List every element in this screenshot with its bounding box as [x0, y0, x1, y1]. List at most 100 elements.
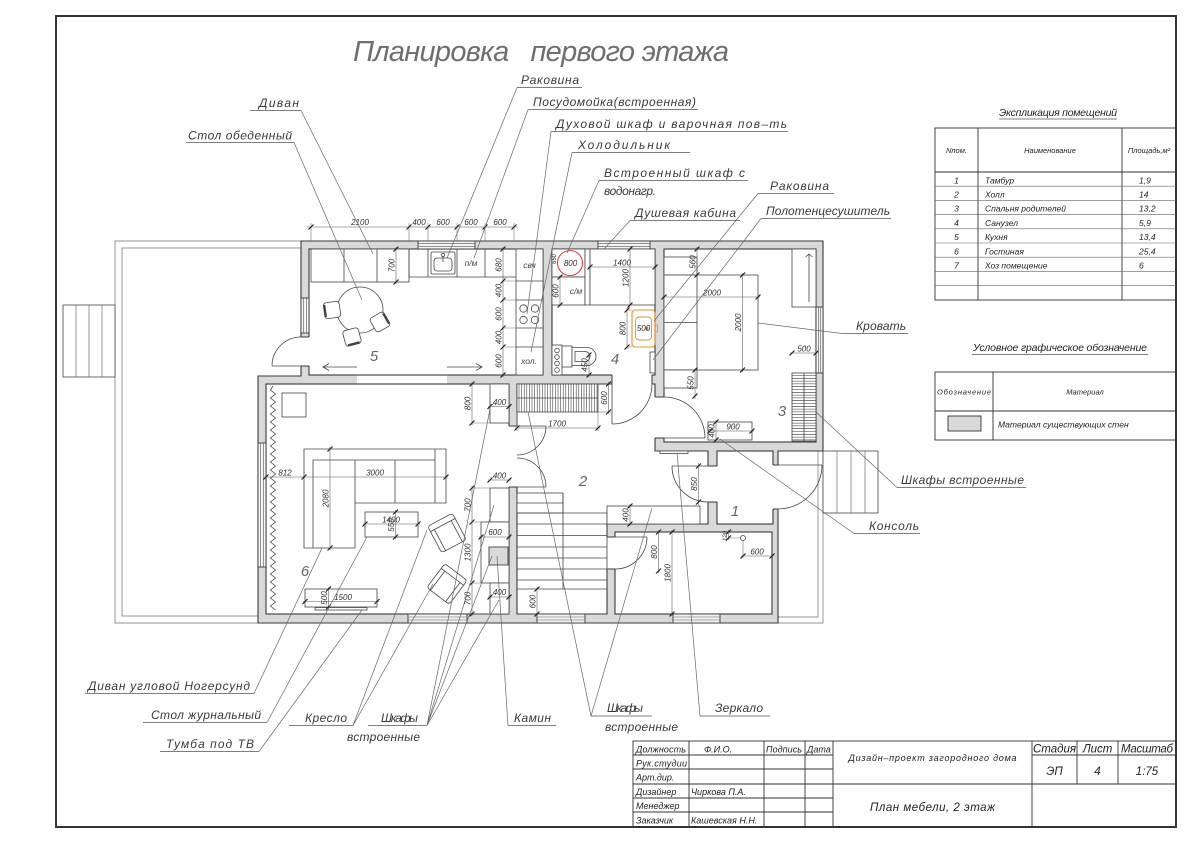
dimension-label: 2080 [322, 489, 331, 508]
dimension-ticks [713, 419, 719, 443]
dimension-label: 400 [495, 283, 504, 297]
callout-leader [652, 218, 762, 361]
dimension-label: 400 [622, 508, 631, 522]
dimension-ticks [655, 529, 662, 574]
vestibule-door-jambs [708, 465, 717, 503]
callout-fireplace: Камин [496, 555, 556, 726]
bathroom-door-swing [611, 383, 653, 425]
storage-outlet [729, 535, 746, 558]
dimension-label: 500 [637, 324, 651, 333]
callout-console: Консоль [719, 438, 920, 534]
explication-row: 5 Кухня 13,4 [954, 232, 1156, 242]
callout-dishwasher: Посудомойка(встроенная) [473, 95, 698, 259]
callout-leader [757, 322, 843, 334]
bedroom-closet [791, 248, 817, 308]
dimension-ticks [707, 428, 755, 434]
window-stair [536, 613, 586, 624]
living-hall-door-jambs [509, 425, 517, 488]
callout-dining-table: Стол обеденный [186, 129, 363, 301]
dimension-label: 1200 [622, 269, 631, 287]
kitchen-sink-basin [430, 251, 456, 275]
dimension-label: 600 [600, 391, 609, 405]
window-kitchen-side [300, 297, 310, 334]
entrance-door-jambs [773, 464, 778, 510]
dimension-label: 600 [464, 218, 478, 227]
dining-chair [342, 327, 362, 347]
header-room-area: Площадь,м² [1128, 146, 1171, 155]
dimension-label: 450 [581, 358, 590, 372]
dimensions-bathroom: 650 800 600 1400 1200 800 500 450 [552, 246, 658, 378]
dimension-ticks [500, 246, 506, 378]
dimension-label: 600 [493, 218, 507, 227]
dimension-label: 800 [650, 545, 659, 559]
dimension-label: 560 [689, 255, 698, 269]
dimension-ticks [302, 598, 380, 605]
callout-fridge: Холодильник [530, 138, 690, 353]
legend-title: Условное графическое обозначение [972, 342, 1147, 354]
dimension-label: 400 [412, 218, 426, 227]
dimension-ticks [739, 272, 746, 373]
drawing-title: Планировка первого этажа [353, 36, 729, 68]
cabinet-panel [584, 248, 591, 306]
kitchen-exterior-door-opening [300, 337, 310, 366]
explication-row: 2 Холл 14 [953, 190, 1149, 200]
callout-label: Камин [514, 711, 551, 725]
title-block-rows [633, 754, 1176, 813]
bathroom-door-opening [612, 374, 652, 385]
room-number-cell: 7 [954, 261, 959, 271]
room-number-hall: 2 [578, 473, 588, 490]
dimension-label: 600 [750, 548, 764, 557]
dimension-label: 900 [726, 423, 740, 432]
room-numbers: 5 4 3 2 1 6 [301, 348, 787, 580]
dimension-label: 400 [493, 472, 507, 481]
callout-leader [473, 109, 529, 259]
explication-table: Экспликация помещений Nпом. Наименование… [934, 107, 1177, 301]
living-hall-door-opening [508, 426, 518, 487]
room-name-cell: Холл [984, 190, 1005, 200]
dimension-ticks [586, 352, 592, 378]
bedroom-door-swing [663, 396, 706, 439]
callout-label-line2: встроенные [347, 730, 420, 744]
scale-header: Масштаб [1121, 744, 1174, 756]
room-number-bedroom: 3 [778, 403, 787, 420]
callout-leader [446, 87, 518, 259]
callout-label: Кровать [856, 319, 906, 333]
callout-label: Раковина [770, 179, 829, 193]
nightstand [663, 369, 698, 389]
dimension-label: 550 [687, 376, 696, 390]
stage-header: Стадия [1033, 744, 1076, 756]
dimension-label: 400 [495, 330, 504, 344]
room-area-cell: 25,4 [1138, 246, 1156, 256]
terrace-step-treads [75, 305, 103, 377]
dimension-label: 1300 [464, 543, 473, 561]
explication-title: Экспликация помещений [999, 107, 1117, 119]
callout-leaders [527, 411, 653, 717]
tv-stand [304, 588, 378, 611]
curtain [269, 385, 277, 611]
washing-machine-label: с/м [570, 286, 583, 296]
explication-row: 7 Хоз помещение 6 [954, 261, 1144, 271]
callout-shower: Душевая кабина [603, 206, 740, 250]
dimension-label: 1500 [334, 593, 352, 602]
vestibule-door-opening [707, 466, 718, 502]
window-living-bottom [407, 613, 468, 624]
entrance-door-swing [777, 464, 823, 510]
room-name-cell: Санузел [985, 218, 1018, 228]
wall-openings [300, 336, 779, 570]
callout-bed: Кровать [757, 319, 908, 334]
explication-row-lines [935, 185, 1176, 286]
kitchen-furniture: п/м свч хол. [310, 248, 544, 376]
microwave-label: свч [523, 260, 536, 270]
callout-towel-dryer: Полотенцесушитель [652, 204, 891, 361]
dimension-ticks [624, 307, 630, 350]
room-name-cell: Гостиная [985, 246, 1024, 256]
dimension-ticks [694, 246, 700, 278]
dimension-label: 600 [495, 354, 504, 368]
window-kitchen-top [417, 240, 476, 250]
callout-bathroom-sink: Раковина [653, 179, 834, 322]
callout-label: Диван угловой Ногерсунд [86, 679, 250, 693]
coffee-table [364, 511, 419, 538]
callout-coffee-table: Стол журнальный [143, 536, 368, 723]
living-room-furniture [269, 383, 510, 615]
terrace-outer-edge [114, 240, 301, 624]
